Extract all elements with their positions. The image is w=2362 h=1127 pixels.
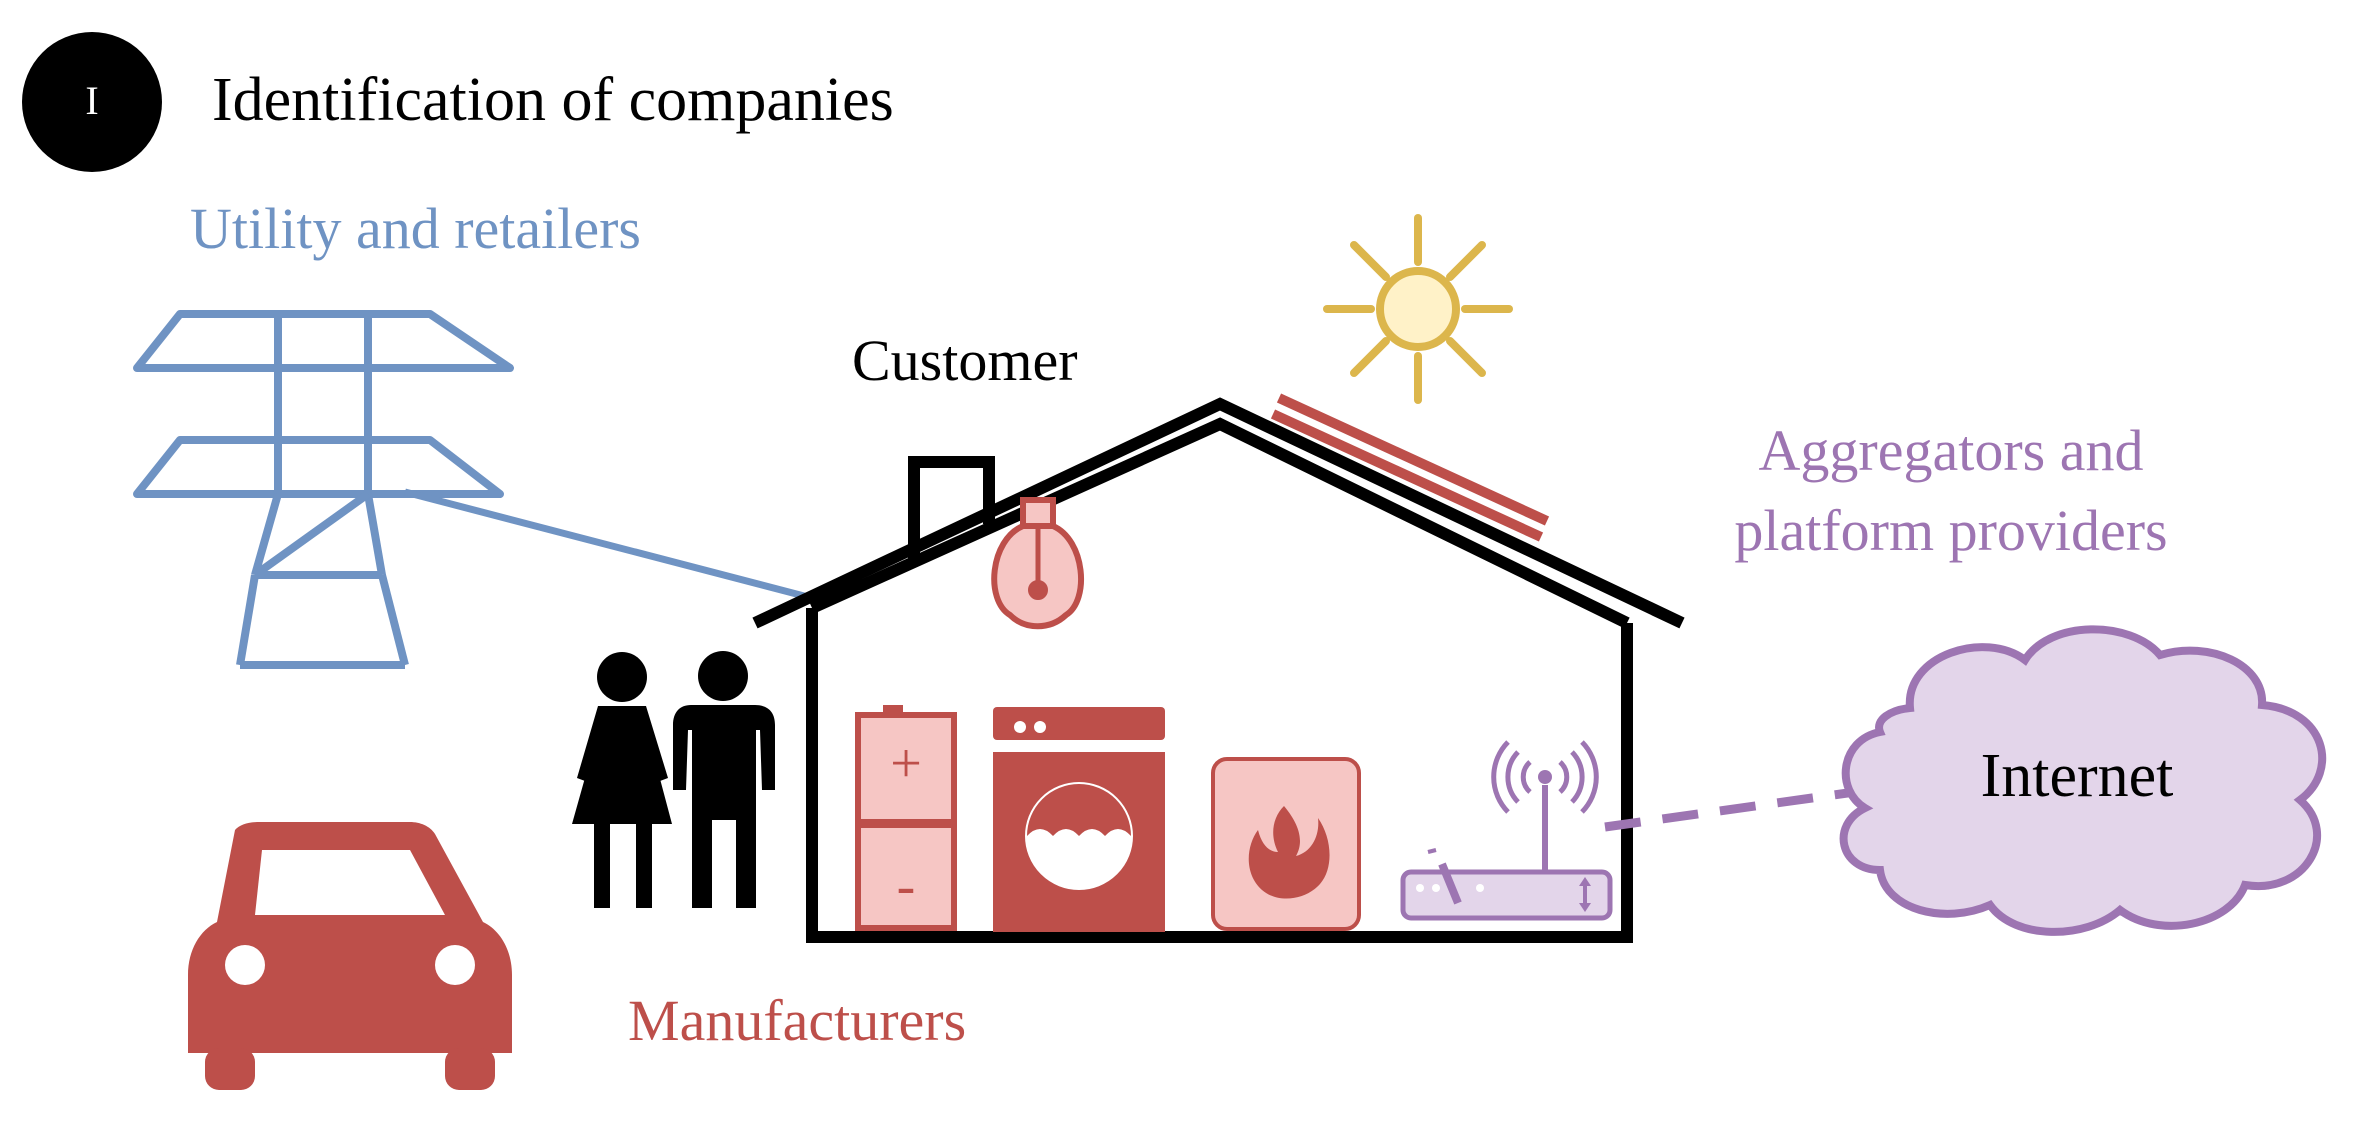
customer-label: Customer: [852, 328, 1078, 393]
solar-panel-icon: [1270, 393, 1550, 542]
people-icon: [572, 651, 775, 908]
sun-icon: [1323, 214, 1513, 404]
house-icon: [752, 397, 1685, 943]
power-line: [404, 488, 809, 601]
aggregators-label-line2: platform providers: [1734, 498, 2167, 563]
transmission-tower-icon: [133, 310, 514, 669]
battery-icon: + -: [855, 705, 957, 931]
section-badge-label: I: [85, 78, 98, 123]
utility-label: Utility and retailers: [190, 196, 641, 261]
internet-link: [1604, 786, 1863, 832]
section-title: Identification of companies: [212, 66, 894, 134]
battery-minus-label: -: [897, 855, 916, 917]
aggregators-label-line1: Aggregators and: [1759, 418, 2144, 483]
car-icon: [188, 822, 512, 1090]
cloud-icon: [1839, 625, 2327, 936]
heater-flame-icon: [1211, 757, 1361, 931]
light-bulb-icon: [991, 497, 1085, 630]
router-icon: [1400, 740, 1613, 921]
section-badge: I: [22, 32, 162, 172]
internet-label: Internet: [1981, 742, 2174, 810]
washing-machine-icon: [993, 707, 1165, 932]
manufacturers-label: Manufacturers: [628, 988, 966, 1053]
battery-plus-label: +: [890, 733, 922, 795]
